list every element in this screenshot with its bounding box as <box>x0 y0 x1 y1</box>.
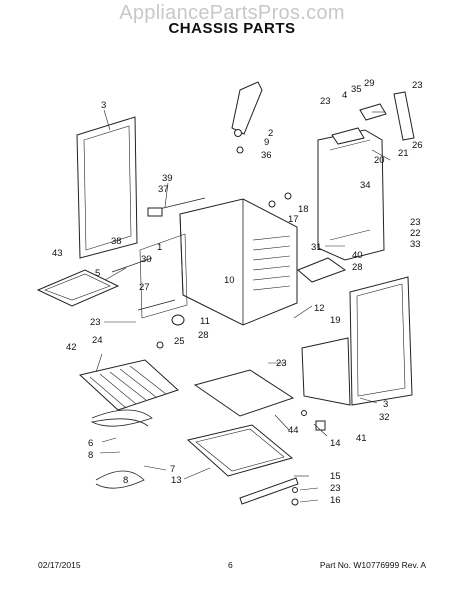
vent-duct <box>301 337 351 406</box>
callout-42: 42 <box>66 342 77 353</box>
vent-bracket <box>393 91 415 141</box>
callout-38: 38 <box>111 236 122 247</box>
callout-28: 28 <box>198 330 209 341</box>
callout-1: 1 <box>157 242 162 253</box>
callout-12: 12 <box>314 303 325 314</box>
small-part <box>234 129 242 137</box>
callout-13: 13 <box>171 475 182 486</box>
oven-bottom-panel <box>193 369 295 417</box>
callout-23-right: 23 <box>410 217 421 228</box>
callout-29: 29 <box>364 78 375 89</box>
right-side-panel <box>349 276 413 406</box>
footer-date: 02/17/2015 <box>38 560 81 570</box>
callout-37: 37 <box>158 184 169 195</box>
storage-drawer <box>186 424 294 477</box>
rod-element <box>137 299 176 311</box>
callout-20: 20 <box>374 155 385 166</box>
callout-44: 44 <box>288 425 299 436</box>
callout-16: 16 <box>330 495 341 506</box>
small-part <box>236 146 244 154</box>
callout-3: 3 <box>101 100 106 111</box>
callout-25: 25 <box>174 336 185 347</box>
callout-23-upper: 23 <box>320 96 331 107</box>
oven-rack <box>78 359 179 411</box>
callout-32: 32 <box>379 412 390 423</box>
broiler-pan <box>36 269 120 307</box>
small-part <box>156 341 164 349</box>
footer-part-number: Part No. W10776999 Rev. A <box>319 560 426 570</box>
callout-23-top: 23 <box>412 80 423 91</box>
page-title: CHASSIS PARTS <box>168 20 296 37</box>
leader-lines <box>95 109 391 503</box>
callout-8-lower: 8 <box>123 475 128 486</box>
callout-11: 11 <box>200 316 210 327</box>
callout-22: 22 <box>410 228 421 239</box>
top-bracket <box>231 81 263 135</box>
callout-6: 6 <box>88 438 93 449</box>
burner-part <box>297 257 347 283</box>
front-frame <box>139 233 188 319</box>
callout-43: 43 <box>52 248 63 259</box>
callout-41: 41 <box>356 433 367 444</box>
rear-panel <box>317 129 385 261</box>
knob-part <box>171 314 185 326</box>
callout-2: 2 <box>268 128 273 139</box>
callout-33: 33 <box>410 239 421 250</box>
callout-40: 40 <box>352 250 363 261</box>
callout-34: 34 <box>360 180 371 191</box>
bracket-part <box>147 207 163 217</box>
small-part <box>284 192 292 200</box>
callout-28-right: 28 <box>352 262 363 273</box>
callout-10: 10 <box>224 275 235 286</box>
callout-5: 5 <box>95 268 100 279</box>
callout-17: 17 <box>288 214 299 225</box>
callout-9: 9 <box>264 137 269 148</box>
callout-39: 39 <box>162 173 173 184</box>
bake-element <box>90 409 153 427</box>
callout-19: 19 <box>330 315 341 326</box>
callout-26: 26 <box>412 140 423 151</box>
footer-page-number: 6 <box>228 560 233 570</box>
rod-part <box>154 197 206 211</box>
bottom-rail <box>239 477 299 505</box>
rail-part <box>111 257 153 273</box>
small-part <box>315 420 326 431</box>
callout-30: 30 <box>141 254 152 265</box>
callout-36: 36 <box>261 150 272 161</box>
oven-cavity <box>179 198 298 326</box>
callout-23-mid: 23 <box>276 358 287 369</box>
broil-element <box>95 470 145 489</box>
callout-4: 4 <box>342 90 347 101</box>
left-side-panel <box>76 116 138 259</box>
small-part <box>292 487 298 493</box>
callout-3-right: 3 <box>383 399 388 410</box>
callout-labels: 3 39 37 38 43 5 1 30 10 27 23 42 24 11 2… <box>52 78 423 506</box>
callout-21: 21 <box>398 148 409 159</box>
watermark: AppliancePartsPros.com <box>119 2 345 24</box>
callout-7: 7 <box>170 464 175 475</box>
callout-35: 35 <box>351 84 362 95</box>
callout-31: 31 <box>311 242 322 253</box>
callout-8: 8 <box>88 450 93 461</box>
small-part <box>291 498 299 506</box>
callout-14: 14 <box>330 438 341 449</box>
callout-18: 18 <box>298 204 309 215</box>
small-part <box>268 200 276 208</box>
callout-15: 15 <box>330 471 341 482</box>
callout-23-bottom: 23 <box>330 483 341 494</box>
callout-27: 27 <box>139 282 150 293</box>
callout-23: 23 <box>90 317 101 328</box>
callout-24: 24 <box>92 335 103 346</box>
small-part <box>301 410 307 416</box>
